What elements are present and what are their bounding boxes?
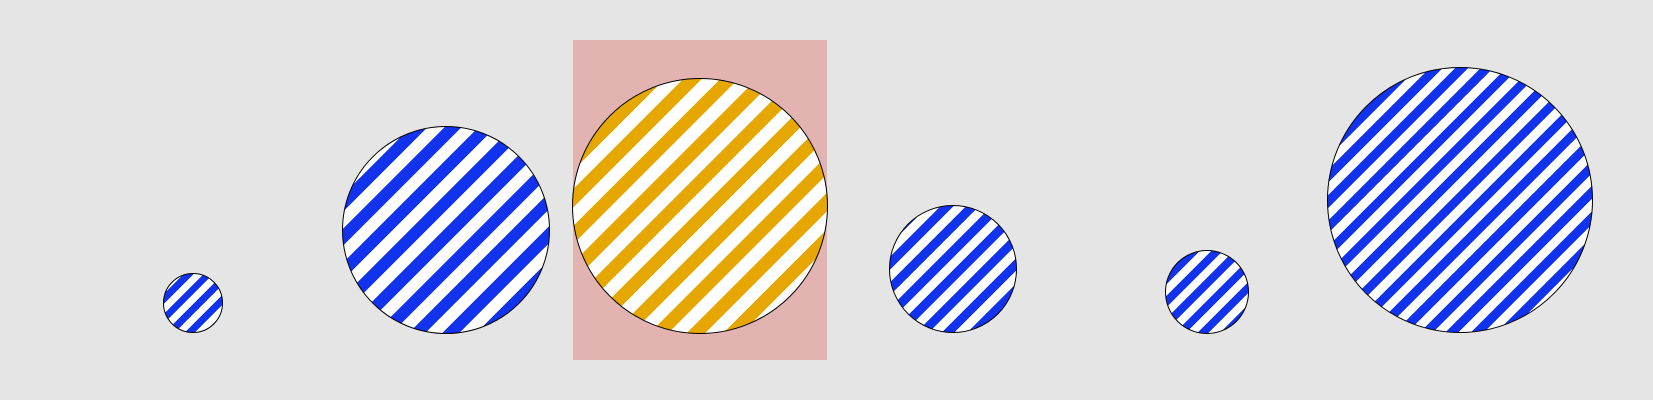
striped-circle[interactable] bbox=[1165, 250, 1249, 334]
striped-circle[interactable] bbox=[889, 205, 1017, 333]
striped-circle[interactable] bbox=[1327, 67, 1593, 333]
striped-circle[interactable] bbox=[163, 273, 223, 333]
striped-circle-selected[interactable] bbox=[572, 78, 828, 334]
striped-circle[interactable] bbox=[342, 126, 550, 334]
